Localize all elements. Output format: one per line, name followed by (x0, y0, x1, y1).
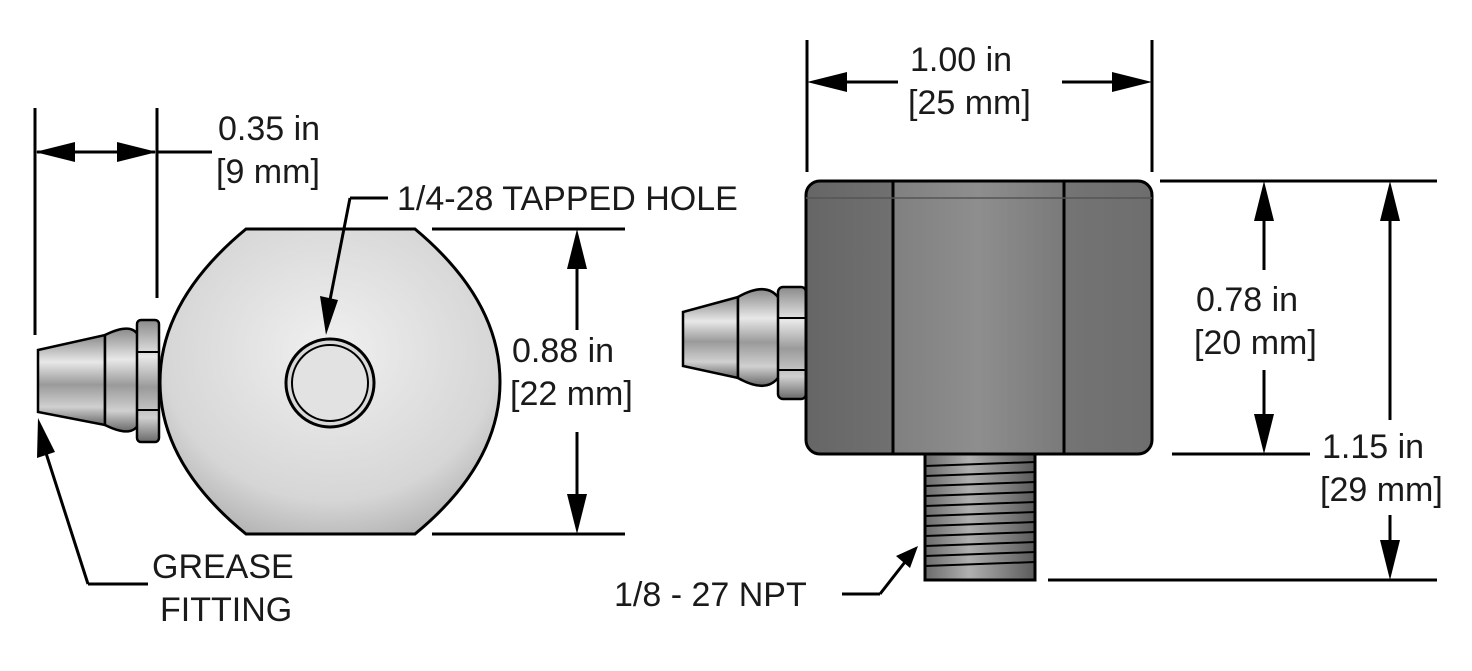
front-view-body (804, 179, 1154, 456)
npt-leader (842, 546, 918, 596)
tapped-hole-label: 1/4-28 TAPPED HOLE (397, 180, 738, 218)
grease-fitting-leader (37, 418, 148, 586)
side-diameter-mm: [22 mm] (510, 375, 633, 413)
overall-height-inch: 1.15 in (1322, 428, 1424, 466)
npt-thread (923, 452, 1037, 582)
width-mm: [25 mm] (908, 84, 1031, 122)
tapped-hole-leader (320, 196, 388, 335)
npt-label: 1/8 - 27 NPT (614, 576, 807, 614)
body-height-inch: 0.78 in (1196, 281, 1298, 319)
side-diameter-inch: 0.88 in (512, 332, 614, 370)
fitting-offset-dimension (33, 108, 212, 335)
body-height-mm: [20 mm] (1194, 324, 1317, 362)
body-height-dimension (1160, 179, 1437, 456)
width-dimension (805, 40, 1154, 172)
grease-fitting-label-line1: GREASE (152, 548, 294, 586)
grease-fitting-label-line2: FITTING (160, 591, 292, 629)
grease-fitting-left (36, 318, 161, 444)
width-inch: 1.00 in (910, 41, 1012, 79)
side-diameter-dimension (432, 227, 625, 536)
grease-fitting-right (681, 285, 808, 401)
overall-height-mm: [29 mm] (1320, 471, 1443, 509)
fitting-offset-inch: 0.35 in (218, 110, 320, 148)
side-view-body (158, 227, 502, 536)
fitting-offset-mm: [9 mm] (216, 153, 320, 191)
overall-height-dimension (1048, 181, 1437, 582)
